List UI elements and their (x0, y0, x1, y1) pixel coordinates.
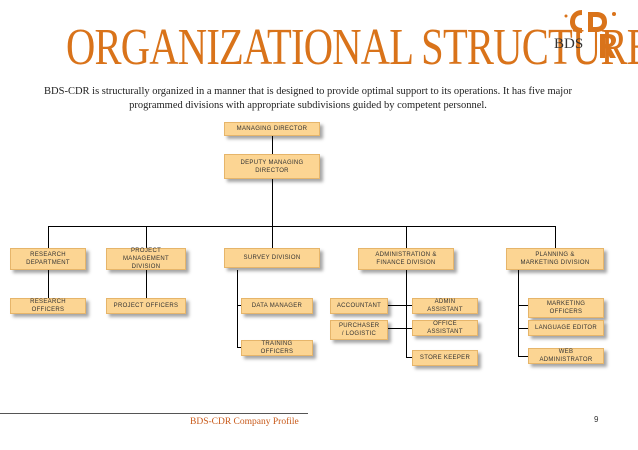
purchaser-logistic-label: PURCHASER / LOGISTIC (339, 323, 380, 337)
project-officers-label: PROJECT OFFICERS (113, 303, 179, 309)
connector-line (48, 226, 49, 250)
connector-line (146, 226, 147, 250)
research-officers-box: RESEARCH OFFICERS (10, 298, 86, 314)
connector-line (406, 226, 407, 250)
planning-marketing-division-label: PLANNING & MARKETING DIVISION (520, 252, 590, 266)
connector-line (518, 270, 519, 357)
purchaser-logistic-box: PURCHASER / LOGISTIC (330, 320, 388, 340)
accountant-box: ACCOUNTANT (330, 298, 388, 314)
connector-line (272, 133, 273, 156)
connector-line (406, 270, 407, 358)
connector-line (406, 357, 412, 358)
data-manager-box: DATA MANAGER (241, 298, 313, 314)
administration-finance-division-box: ADMINISTRATION & FINANCE DIVISION (358, 248, 454, 270)
page-number: 9 (594, 415, 599, 424)
connector-line (388, 305, 412, 306)
training-officers-box: TRAINING OFFICERS (241, 340, 313, 356)
store-keeper-label: STORE KEEPER (419, 355, 471, 361)
research-officers-label: RESEARCH OFFICERS (30, 299, 66, 313)
connector-line (272, 226, 273, 250)
connector-line (518, 328, 528, 329)
survey-division-label: SURVEY DIVISION (243, 255, 301, 261)
admin-assistant-label: ADMIN ASSISTANT (427, 299, 463, 313)
deputy-managing-director-label: DEPUTY MANAGING DIRECTOR (240, 159, 304, 174)
project-management-division-label: PROJECT MANAGEMENT DIVISION (122, 248, 169, 270)
connector-line (518, 356, 528, 357)
training-officers-label: TRAINING OFFICERS (260, 341, 294, 355)
language-editor-label: LANGUAGE EDITOR (534, 325, 598, 331)
accountant-label: ACCOUNTANT (336, 303, 382, 309)
page-title: ORGANIZATIONAL STRUCTURE (66, 19, 638, 76)
project-management-division-box: PROJECT MANAGEMENT DIVISION (106, 248, 186, 270)
administration-finance-division-label: ADMINISTRATION & FINANCE DIVISION (375, 252, 437, 266)
office-assistant-box: OFFICE ASSISTANT (412, 320, 478, 336)
research-department-box: RESEARCH DEPARTMENT (10, 248, 86, 270)
office-assistant-label: OFFICE ASSISTANT (427, 321, 463, 335)
data-manager-label: DATA MANAGER (251, 303, 303, 309)
language-editor-box: LANGUAGE EDITOR (528, 320, 604, 336)
connector-line (272, 178, 273, 226)
survey-division-box: SURVEY DIVISION (224, 248, 320, 268)
connector-line (48, 270, 49, 298)
marketing-officers-box: MARKETING OFFICERS (528, 298, 604, 318)
connector-line (237, 305, 241, 306)
deputy-managing-director-box: DEPUTY MANAGING DIRECTOR (224, 154, 320, 179)
connector-line (237, 270, 238, 348)
logo-text: BDS (554, 36, 584, 52)
managing-director-label: MANAGING DIRECTOR (236, 126, 308, 132)
store-keeper-box: STORE KEEPER (412, 350, 478, 366)
admin-assistant-box: ADMIN ASSISTANT (412, 298, 478, 314)
connector-line (237, 347, 241, 348)
connector-line (388, 328, 412, 329)
research-department-label: RESEARCH DEPARTMENT (26, 252, 70, 266)
web-administrator-box: WEB ADMINISTRATOR (528, 348, 604, 364)
footer-divider (0, 413, 308, 414)
web-administrator-label: WEB ADMINISTRATOR (539, 349, 593, 363)
managing-director-box: MANAGING DIRECTOR (224, 122, 320, 136)
project-officers-box: PROJECT OFFICERS (106, 298, 186, 314)
connector-line (518, 305, 528, 306)
planning-marketing-division-box: PLANNING & MARKETING DIVISION (506, 248, 604, 270)
connector-line (146, 270, 147, 298)
company-logo (564, 10, 616, 58)
footer-text: BDS-CDR Company Profile (190, 417, 299, 427)
connector-line (555, 226, 556, 250)
intro-paragraph: BDS-CDR is structurally organized in a m… (44, 86, 572, 111)
connector-line (48, 226, 555, 227)
marketing-officers-label: MARKETING OFFICERS (546, 301, 586, 315)
